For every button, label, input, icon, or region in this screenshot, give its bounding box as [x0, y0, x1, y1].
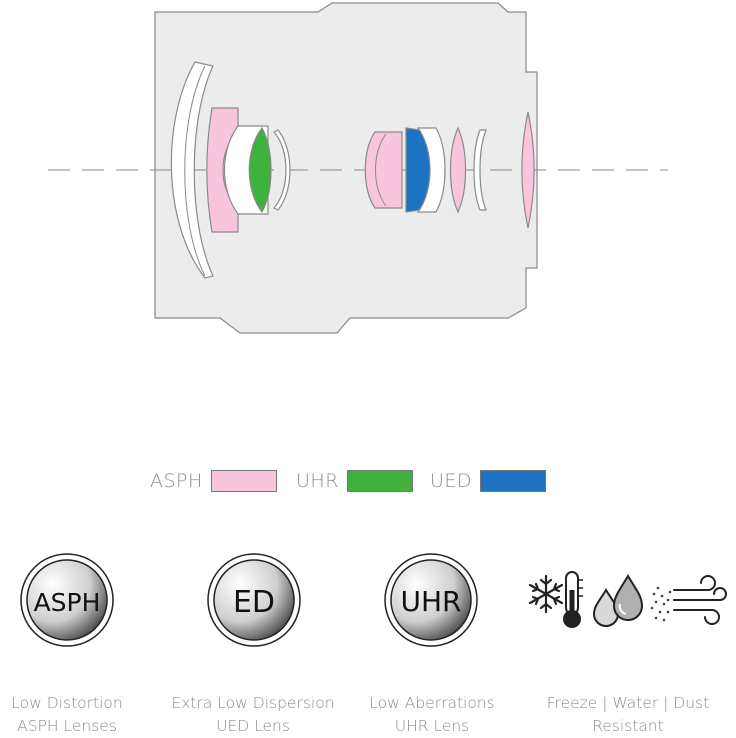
feature-line: Low Aberrations: [369, 694, 495, 712]
water-drops-icon: [592, 574, 644, 627]
legend-label: UED: [430, 470, 473, 492]
feature-line: ASPH Lenses: [17, 717, 117, 735]
front-meniscus-inner-line: [184, 65, 206, 277]
legend-swatch-uhr: [346, 470, 413, 492]
badge-label: UHR: [400, 585, 461, 618]
lens-legend: ASPH UHR UED: [0, 466, 736, 496]
legend-label: UHR: [296, 470, 339, 492]
badge-label: ASPH: [34, 588, 101, 617]
asph-element-4: [521, 111, 535, 229]
feature-line: Freeze | Water | Dust: [546, 694, 710, 712]
feature-text-uhr: Low Aberrations UHR Lens: [332, 692, 532, 738]
weather-resistance-icons: [528, 571, 727, 628]
dust-wind-icon: [650, 575, 727, 625]
thin-meniscus-element: [273, 129, 291, 211]
thermometer-icon: [563, 571, 583, 628]
uhr-badge-icon: UHR: [384, 553, 478, 647]
snowflake-icon: [528, 574, 564, 614]
legend-swatch-asph: [210, 470, 277, 492]
legend-item-uhr: UHR: [296, 466, 413, 496]
rear-group-spacer: [375, 133, 387, 207]
feature-text-ued: Extra Low Dispersion UED Lens: [153, 692, 353, 738]
asph-element-2: [364, 131, 403, 209]
legend-swatch-ued: [480, 470, 547, 492]
feature-text-asph: Low Distortion ASPH Lenses: [0, 692, 167, 738]
legend-item-ued: UED: [430, 466, 547, 496]
feature-line: Low Distortion: [11, 694, 123, 712]
feature-text-weather: Freeze | Water | Dust Resistant: [528, 692, 728, 738]
feature-line: UHR Lens: [394, 717, 470, 735]
asph-badge-icon: ASPH: [20, 553, 114, 647]
feature-line: UED Lens: [216, 717, 290, 735]
feature-badges: ASPH ED UHR: [0, 552, 736, 652]
rear-meniscus-element: [473, 129, 487, 211]
uhr-element: [248, 126, 272, 214]
front-meniscus-element: [170, 61, 214, 279]
legend-item-asph: ASPH: [150, 466, 277, 496]
lens-barrel-outline: [154, 2, 538, 334]
feature-line: Resistant: [592, 717, 664, 735]
feature-line: Extra Low Dispersion: [171, 694, 335, 712]
rear-cemented-element: [416, 127, 446, 213]
lens-cross-section-diagram: [48, 2, 668, 334]
legend-label: ASPH: [150, 470, 203, 492]
badge-label: ED: [233, 585, 275, 620]
ed-badge-icon: ED: [207, 553, 301, 647]
asph-element-3: [449, 126, 467, 214]
